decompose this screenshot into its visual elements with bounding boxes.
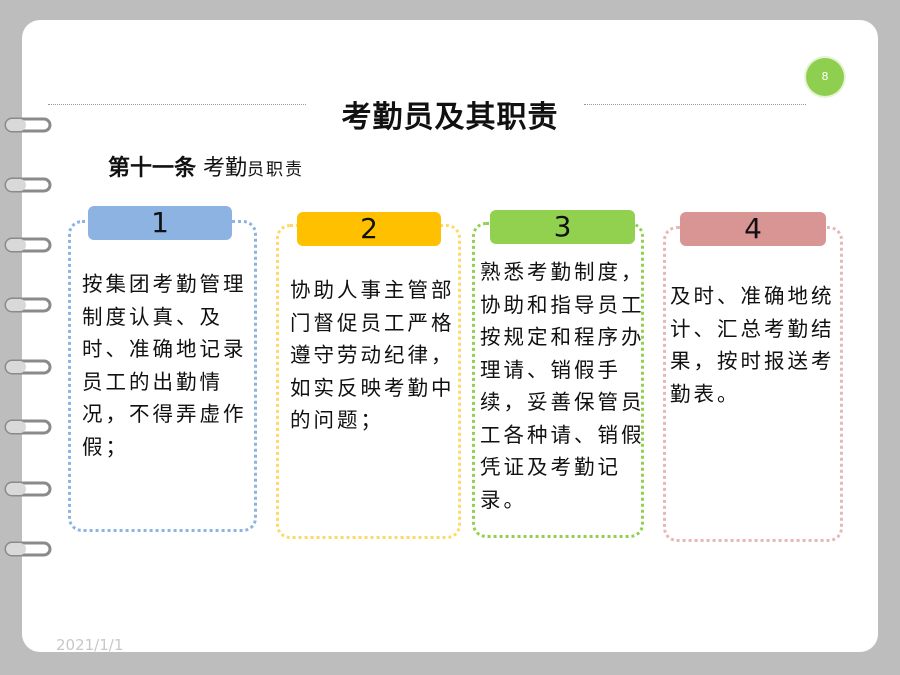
duty-number-tab-3: 3 (490, 210, 635, 244)
binding-ring-icon (4, 237, 52, 253)
footer-date: 2021/1/1 (56, 636, 124, 654)
duty-text-3: 熟悉考勤制度，协助和指导员工按规定和程序办理请、销假手续，妥善保管员工各种请、销… (480, 260, 645, 512)
slide-title: 考勤员及其职责 (341, 100, 559, 135)
title-rule-left (48, 104, 306, 105)
subtitle-small: 员职责 (247, 160, 305, 180)
title-rule-right (584, 104, 806, 105)
duty-number-tab-4: 4 (680, 212, 826, 246)
slide-canvas (22, 20, 878, 652)
duty-text-1: 按集团考勤管理制度认真、及时、准确地记录员工的出勤情况，不得弄虚作假； (82, 272, 247, 459)
duty-text-4: 及时、准确地统计、汇总考勤结果，按时报送考勤表。 (670, 284, 835, 406)
duty-number-tab-2: 2 (297, 212, 441, 246)
duty-text-2: 协助人事主管部门督促员工严格遵守劳动纪律，如实反映考勤中的问题； (290, 278, 455, 432)
page-number-badge: 8 (806, 58, 844, 96)
article-number: 第十一条 (108, 155, 197, 181)
binding-ring-icon (4, 117, 52, 133)
duty-number-tab-1: 1 (88, 206, 232, 240)
binding-ring-icon (4, 481, 52, 497)
binding-ring-icon (4, 359, 52, 375)
binding-ring-icon (4, 297, 52, 313)
article-subtitle: 第十一条 考勤员职责 (108, 150, 304, 182)
binding-ring-icon (4, 541, 52, 557)
subtitle-main: 考勤 (203, 156, 248, 181)
binding-ring-icon (4, 177, 52, 193)
binding-ring-icon (4, 419, 52, 435)
